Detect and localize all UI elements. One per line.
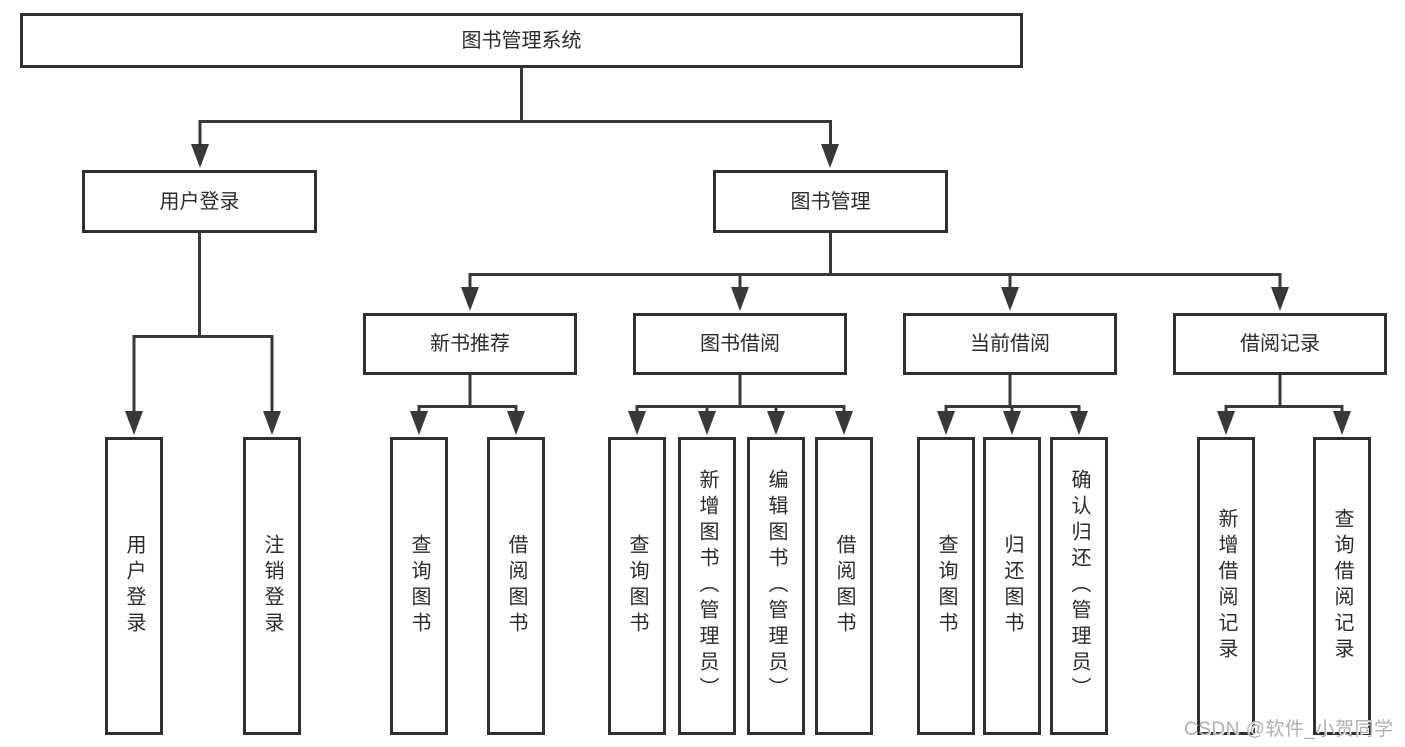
node-label: 确认归还（管理员） — [1068, 469, 1090, 703]
node-label: 借阅记录 — [1240, 333, 1320, 355]
node-label: 用户登录 — [123, 534, 145, 638]
node-current-borrow: 当前借阅 — [903, 313, 1117, 375]
node-label: 注销登录 — [261, 534, 283, 638]
leaf-query-borrow-record: 查询借阅记录 — [1313, 437, 1371, 735]
node-borrow-records: 借阅记录 — [1173, 313, 1387, 375]
leaf-edit-books-admin: 编辑图书（管理员） — [747, 437, 805, 735]
node-label: 查询图书 — [408, 534, 430, 638]
node-label: 查询图书 — [626, 534, 648, 638]
leaf-borrow-books-1: 借阅图书 — [487, 437, 545, 735]
leaf-user-login: 用户登录 — [105, 437, 163, 735]
leaf-add-books-admin: 新增图书（管理员） — [678, 437, 736, 735]
arrowhead-icons — [125, 144, 1351, 435]
node-label: 当前借阅 — [970, 333, 1050, 355]
node-label: 图书管理系统 — [461, 29, 582, 52]
node-label: 查询借阅记录 — [1331, 508, 1353, 664]
leaf-borrow-books-2: 借阅图书 — [815, 437, 873, 735]
leaf-query-books-3: 查询图书 — [917, 437, 975, 735]
node-book-borrow: 图书借阅 — [633, 313, 847, 375]
node-label: 新增借阅记录 — [1215, 508, 1237, 664]
node-label: 新增图书（管理员） — [696, 469, 718, 703]
node-new-book-recommend: 新书推荐 — [363, 313, 577, 375]
node-user-login: 用户登录 — [82, 170, 317, 233]
node-label: 用户登录 — [159, 190, 240, 213]
leaf-logout: 注销登录 — [243, 437, 301, 735]
node-label: 查询图书 — [935, 534, 957, 638]
node-root-system: 图书管理系统 — [20, 13, 1023, 68]
leaf-add-borrow-record: 新增借阅记录 — [1197, 437, 1255, 735]
leaf-return-books: 归还图书 — [983, 437, 1041, 735]
node-label: 图书借阅 — [700, 333, 780, 355]
node-label: 借阅图书 — [833, 534, 855, 638]
leaf-confirm-return-admin: 确认归还（管理员） — [1050, 437, 1108, 735]
leaf-query-books-2: 查询图书 — [608, 437, 666, 735]
node-label: 编辑图书（管理员） — [765, 469, 787, 703]
node-label: 归还图书 — [1001, 534, 1023, 638]
node-label: 新书推荐 — [430, 333, 510, 355]
node-label: 借阅图书 — [505, 534, 527, 638]
csdn-watermark: CSDN @软件_小贺同学 — [1184, 719, 1394, 740]
node-label: 图书管理 — [790, 190, 871, 213]
node-book-management: 图书管理 — [713, 170, 948, 233]
leaf-query-books-1: 查询图书 — [390, 437, 448, 735]
